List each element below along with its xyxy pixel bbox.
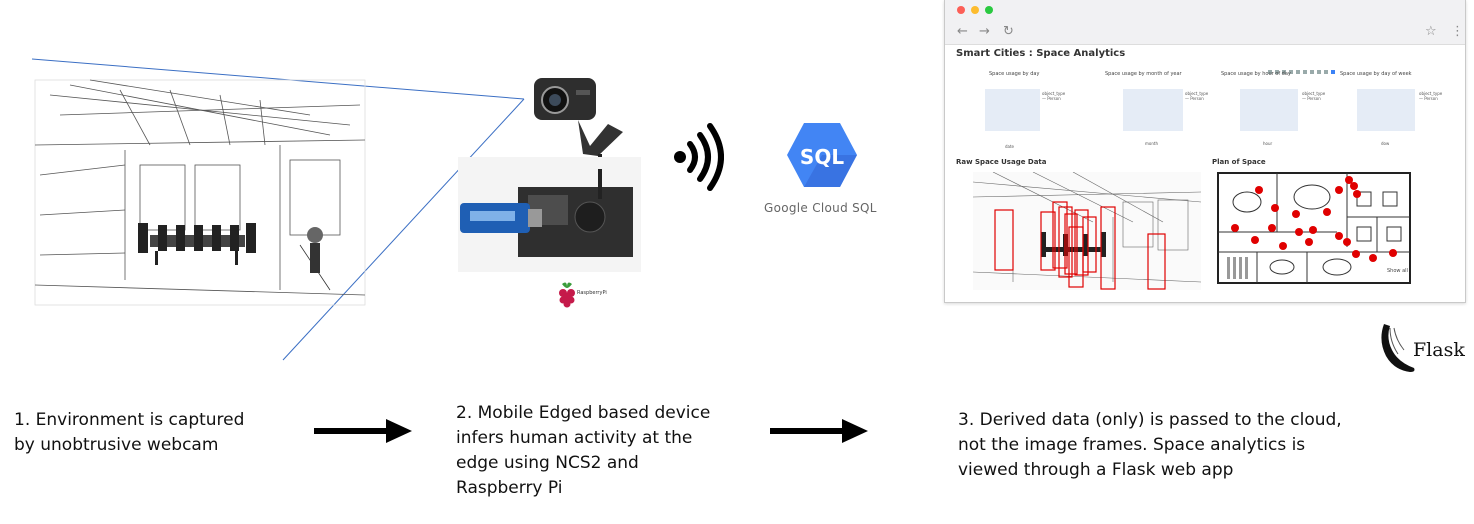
step-2-line-3: edge using NCS2 and [456,453,639,473]
chart-xlabel-dow: dow [1381,141,1390,146]
browser-menu-icon[interactable]: ⋮ [1451,24,1464,39]
room-sketch [31,58,525,361]
fov-line-bottom [282,98,525,361]
plan-label: Plan of Space [1212,158,1266,166]
wifi-signal-icon [674,123,724,191]
chart-plot-day [985,89,1040,131]
chart-legend-day: object_type— Person [1042,91,1066,101]
raw-data-label: Raw Space Usage Data [956,158,1047,166]
step-3-line-2: not the image frames. Space analytics is [958,435,1306,455]
step-2-line-2: infers human activity at the [456,428,693,448]
step-2-line-4: Raspberry Pi [456,478,563,498]
step-3-line-1: 3. Derived data (only) is passed to the … [958,410,1342,430]
cloud-sql-logo-icon: SQL [787,123,857,187]
chart-xlabel-month: month [1145,141,1158,146]
bookmark-star-icon[interactable]: ☆ [1425,24,1437,39]
step-2-line-1: 2. Mobile Edged based device [456,403,711,423]
browser-toolbar: ← → ↻ ☆ ⋮ [945,0,1465,45]
chart-title-dow: Space usage by day of week [1340,71,1412,77]
floor-plan-image: Show all [1217,172,1411,284]
chart-title-month: Space usage by month of year [1105,71,1182,77]
sql-badge-text: SQL [800,145,844,169]
step-3-line-3: viewed through a Flask web app [958,460,1234,480]
flask-logo-icon [1381,324,1415,372]
chart-xlabel-hour: hour [1263,141,1273,146]
chart-legend-hour: object_type— Person [1302,91,1326,101]
step-2-text: 2. Mobile Edged based device infers huma… [456,401,710,501]
cloud-sql-label: Google Cloud SQL [764,201,877,215]
raspberry-pi-logo-icon [559,282,575,308]
step-1-line-1: 1. Environment is captured [14,410,245,430]
browser-back-icon[interactable]: ← [957,24,968,39]
show-all-button[interactable]: Show all [1387,268,1408,274]
chart-plot-hour [1240,89,1298,131]
chart-legend-dow: object_type— Person [1419,91,1443,101]
step-3-text: 3. Derived data (only) is passed to the … [958,408,1342,483]
fov-line-top [31,58,525,100]
browser-forward-icon[interactable]: → [979,24,990,39]
chart-plot-dow [1357,89,1415,131]
flask-label: Flask [1413,339,1465,361]
browser-window: ← → ↻ ☆ ⋮ Smart Cities : Space Analytics… [944,0,1466,303]
chart-legend-month: object_type— Person [1185,91,1209,101]
raspberry-pi-label: RaspberryPi [577,290,607,296]
conference-table-and-chairs [138,223,323,273]
browser-reload-icon[interactable]: ↻ [1003,24,1014,39]
chart-xlabel-day: date [1005,144,1015,149]
raw-space-usage-image [973,172,1201,290]
chart-plot-month [1123,89,1183,131]
window-close-dot[interactable] [957,6,965,14]
window-maximize-dot[interactable] [985,6,993,14]
chart-title-day: Space usage by day [989,71,1040,77]
step-1-line-2: by unobtrusive webcam [14,435,219,455]
chart-title-hour: Space usage by hour of day [1221,71,1291,77]
dashboard-title: Smart Cities : Space Analytics [956,48,1126,59]
raspberry-pi-board [458,157,641,272]
step-1-text: 1. Environment is captured by unobtrusiv… [14,408,244,458]
window-minimize-dot[interactable] [971,6,979,14]
plot-modebar[interactable] [1268,60,1338,74]
arrow-2-icon [770,419,868,443]
arrow-1-icon [314,419,412,443]
